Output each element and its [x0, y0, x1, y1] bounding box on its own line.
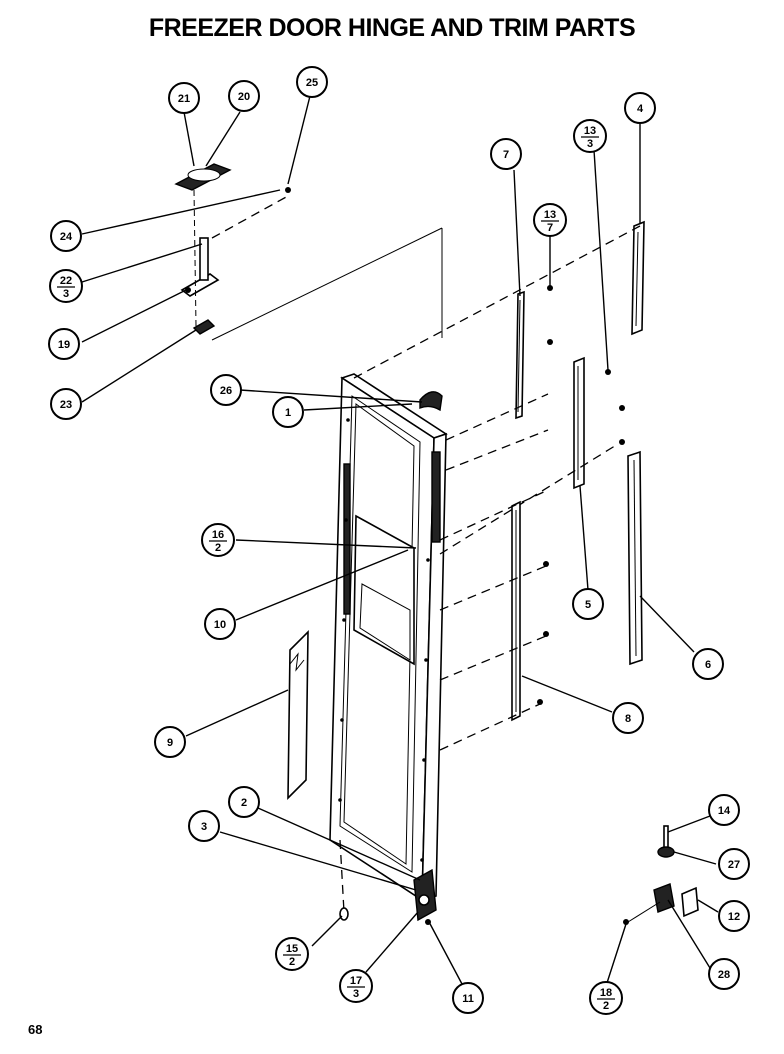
callout-13a-den: 3 [587, 138, 593, 150]
trim-strip-part-4 [631, 220, 645, 336]
callout-21[interactable]: 21 [168, 82, 200, 114]
callout-12[interactable]: 12 [718, 900, 750, 932]
callout-3[interactable]: 3 [188, 810, 220, 842]
leader-lines [81, 95, 719, 987]
hinge-cover-part-20 [174, 163, 232, 191]
callout-9-label: 9 [167, 737, 173, 749]
callout-15-num: 15 [286, 943, 298, 955]
callout-18-num: 18 [600, 987, 612, 999]
callout-24-label: 24 [60, 231, 73, 243]
callout-7-label: 7 [503, 149, 509, 161]
hinge-part-26 [419, 391, 443, 412]
callout-4-label: 4 [637, 103, 644, 115]
callout-13b-num: 13 [544, 209, 556, 221]
callout-2-label: 2 [241, 797, 247, 809]
callout-13b-den: 7 [547, 222, 553, 234]
callout-9[interactable]: 9 [154, 726, 186, 758]
callout-15-over-2[interactable]: 15 2 [275, 937, 309, 971]
lower-hinge-bracket [623, 825, 699, 925]
callout-2[interactable]: 2 [228, 786, 260, 818]
callout-28[interactable]: 28 [708, 958, 740, 990]
callout-5[interactable]: 5 [572, 588, 604, 620]
callout-12-label: 12 [728, 911, 740, 923]
callout-1-label: 1 [285, 407, 291, 419]
callout-6[interactable]: 6 [692, 648, 724, 680]
callout-20[interactable]: 20 [228, 80, 260, 112]
callout-19[interactable]: 19 [48, 328, 80, 360]
callout-22-num: 22 [60, 275, 72, 287]
callout-25-top[interactable]: 25 [296, 66, 328, 98]
diagram-title: FREEZER DOOR HINGE AND TRIM PARTS [148, 14, 636, 42]
callout-11[interactable]: 11 [452, 982, 484, 1014]
callout-7[interactable]: 7 [490, 138, 522, 170]
trim-strip-part-5 [573, 356, 585, 490]
callout-26[interactable]: 26 [210, 374, 242, 406]
callout-13a-num: 13 [584, 125, 596, 137]
callout-27-label: 27 [728, 859, 740, 871]
callout-17-num: 17 [350, 975, 362, 987]
hinge-pin-part-23 [192, 319, 216, 335]
callout-1[interactable]: 1 [272, 396, 304, 428]
hinge-bracket-part-19 [180, 237, 220, 297]
frame-rivets [338, 418, 430, 862]
callout-15-den: 2 [289, 956, 295, 968]
callout-24[interactable]: 24 [50, 220, 82, 252]
callout-16-over-2[interactable]: 16 2 [201, 523, 235, 557]
callout-13-over-7[interactable]: 13 7 [533, 203, 567, 237]
callout-3-label: 3 [201, 821, 207, 833]
freezer-door-panel [329, 373, 448, 902]
gasket-outline [211, 227, 443, 341]
callout-5-label: 5 [585, 599, 591, 611]
callout-26-label: 26 [220, 385, 232, 397]
callout-21-label: 21 [178, 93, 190, 105]
callout-16-num: 16 [212, 529, 224, 541]
callout-8[interactable]: 8 [612, 702, 644, 734]
callout-22-over-3[interactable]: 22 3 [49, 269, 83, 303]
callout-4[interactable]: 4 [624, 92, 656, 124]
callout-25-label: 25 [306, 77, 318, 89]
callout-10[interactable]: 10 [204, 608, 236, 640]
callout-27[interactable]: 27 [718, 848, 750, 880]
callout-18-over-2[interactable]: 18 2 [589, 981, 623, 1015]
callout-10-label: 10 [214, 619, 226, 631]
callout-8-label: 8 [625, 713, 631, 725]
callout-6-label: 6 [705, 659, 711, 671]
bottom-hinge-assembly [413, 868, 437, 925]
callout-22-den: 3 [63, 288, 69, 300]
callout-14-label: 14 [718, 805, 731, 817]
callout-17-den: 3 [353, 988, 359, 1000]
trim-strip-part-8 [511, 500, 521, 722]
callout-13-over-3[interactable]: 13 3 [573, 119, 607, 153]
callout-20-label: 20 [238, 91, 250, 103]
callout-28-label: 28 [718, 969, 730, 981]
callout-23-label: 23 [60, 399, 72, 411]
trim-piece-part-9 [287, 630, 309, 800]
callout-14[interactable]: 14 [708, 794, 740, 826]
callout-11-label: 11 [462, 993, 474, 1005]
trim-strip-part-6 [627, 450, 643, 666]
callout-23[interactable]: 23 [50, 388, 82, 420]
callout-17-over-3[interactable]: 17 3 [339, 969, 373, 1003]
callout-18-den: 2 [603, 1000, 609, 1012]
callout-19-label: 19 [58, 339, 70, 351]
callout-16-den: 2 [215, 542, 221, 554]
trim-strip-part-7 [515, 290, 525, 420]
page-number: 68 [28, 1022, 43, 1037]
